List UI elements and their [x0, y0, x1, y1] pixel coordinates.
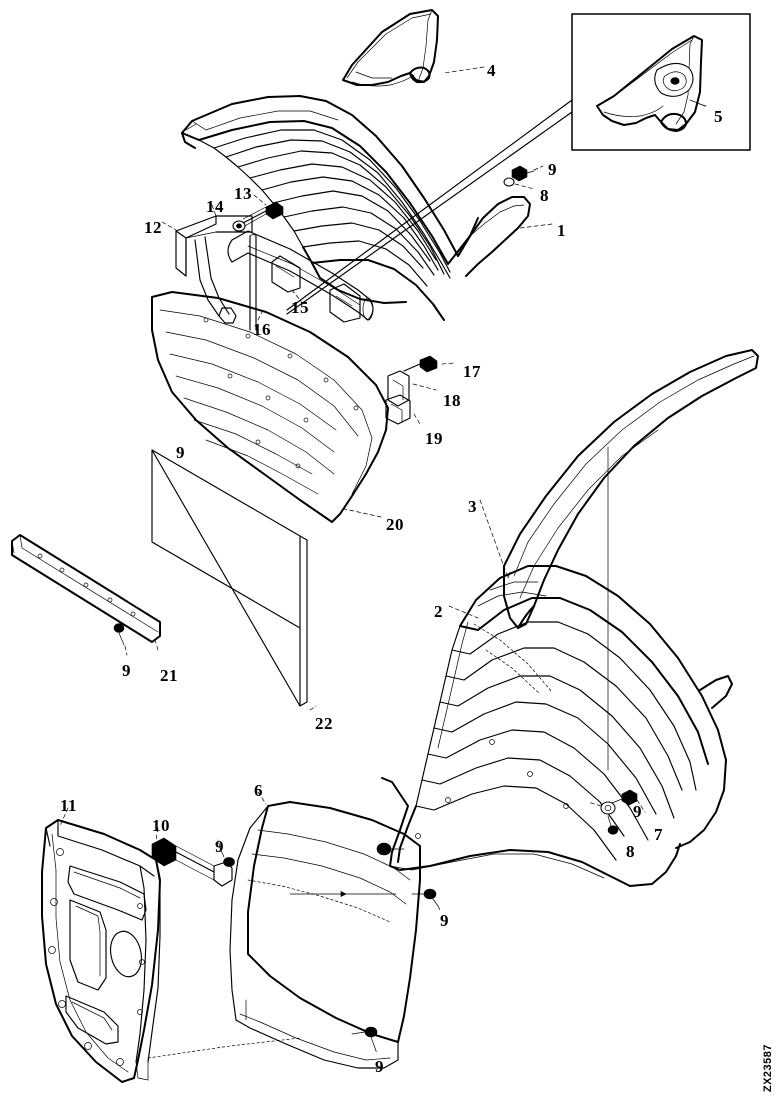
callout-13: 13 [234, 184, 252, 203]
fastener-panel-right [376, 842, 442, 913]
part-22-flat-side-panel [151, 449, 317, 711]
detail-inset-box [571, 13, 751, 151]
part-3-fender-edge-trim [479, 349, 759, 629]
callout-9-b: 9 [176, 443, 185, 462]
callout-9-c: 9 [122, 661, 131, 680]
callout-16: 16 [253, 320, 271, 339]
fastener-panel-bottom [351, 1026, 378, 1055]
callout-3: 3 [468, 497, 477, 516]
part-12-support-arm-bracket [161, 204, 253, 324]
callout-2: 2 [434, 602, 443, 621]
callout-9-e: 9 [215, 837, 224, 856]
callout-8-a: 8 [540, 186, 549, 205]
callout-7: 7 [654, 825, 663, 844]
part-20-upper-side-shield [151, 291, 389, 523]
part-4-corner-extension [342, 9, 485, 87]
callout-1: 1 [557, 221, 566, 240]
callout-10: 10 [152, 816, 170, 835]
part-1-right-fender-shell [181, 95, 553, 321]
callout-9-d: 9 [633, 802, 642, 821]
callout-9-g: 9 [375, 1057, 384, 1076]
callout-15: 15 [291, 298, 309, 317]
part-13-cap-screw-long [232, 194, 284, 232]
part-17-cap-screw [403, 355, 456, 373]
callout-4: 4 [487, 61, 496, 80]
part-15-fender-support-tube [227, 230, 374, 323]
fastener-group-top [503, 165, 544, 190]
part-5-corner-extension-detail [596, 35, 703, 132]
callout-9-a: 9 [548, 160, 557, 179]
part-10-mounting-bracket [151, 827, 235, 887]
drawing-reference-number: ZX23587 [762, 1043, 774, 1092]
callout-12: 12 [144, 218, 162, 237]
part-6-lower-side-panel [147, 791, 442, 1069]
callout-20: 20 [386, 515, 404, 534]
part-11-side-support-frame [41, 807, 161, 1083]
part-21-mounting-rail-strip [11, 534, 161, 656]
part-19-hinge-bracket [385, 394, 421, 425]
callout-11: 11 [60, 796, 78, 815]
part-18-bracket-plate [387, 370, 437, 407]
part-16-adjusting-rod [249, 234, 263, 331]
callout-14: 14 [206, 197, 224, 216]
callout-17: 17 [463, 362, 481, 381]
callout-9-f: 9 [440, 911, 449, 930]
fastener-group-lower-right [587, 789, 646, 835]
callout-18: 18 [443, 391, 461, 410]
callout-8-b: 8 [626, 842, 635, 861]
callout-6: 6 [254, 781, 263, 800]
callout-21: 21 [160, 666, 178, 685]
callout-19: 19 [425, 429, 443, 448]
callout-22: 22 [315, 714, 333, 733]
callout-5: 5 [714, 107, 723, 126]
part-2-left-fender-shell [381, 565, 733, 887]
